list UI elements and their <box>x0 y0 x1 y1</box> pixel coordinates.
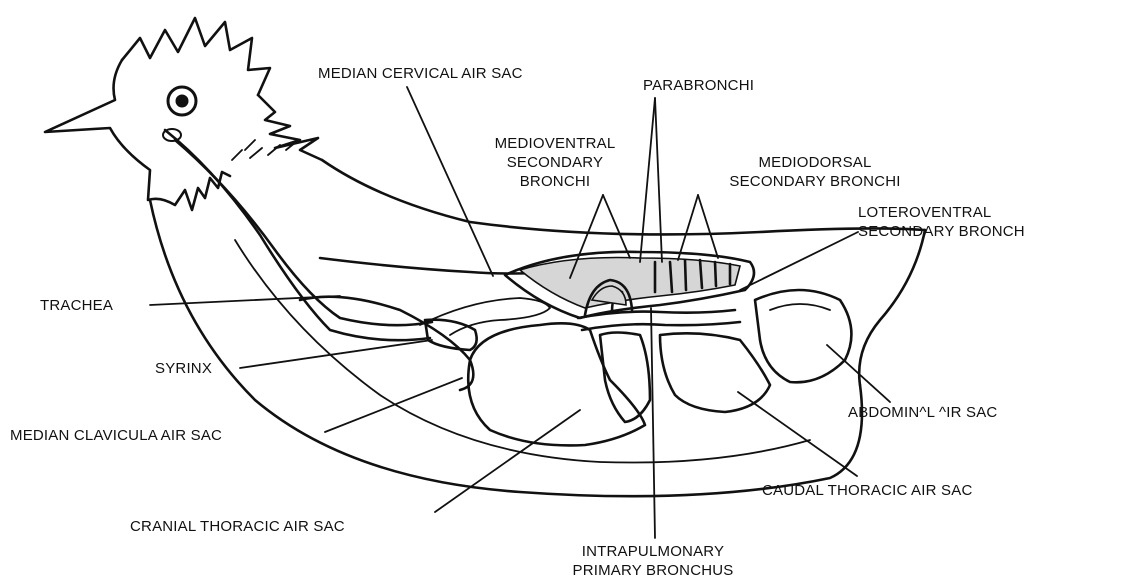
label-syrinx: SYRINX <box>155 359 212 378</box>
label-line: MEDIOVENTRAL <box>466 134 644 153</box>
label-line: MEDIODORSAL <box>690 153 940 172</box>
label-line: SECONDARY BRONCHI <box>690 172 940 191</box>
leader-mediodorsal-b <box>698 195 718 258</box>
label-median-clavicula-air-sac: MEDIAN CLAVICULA AIR SAC <box>10 426 222 445</box>
median-clavicular-sac <box>300 297 473 390</box>
label-line: BRONCHI <box>466 172 644 191</box>
eye-pupil <box>176 95 188 107</box>
abdominal-inner <box>770 304 830 310</box>
label-trachea: TRACHEA <box>40 296 113 315</box>
rooster-head <box>45 18 322 210</box>
label-medioventral-secondary-bronchi: MEDIOVENTRAL SECONDARY BRONCHI <box>466 134 644 191</box>
caudal-thoracic-sac <box>660 333 770 412</box>
leader-trachea <box>150 296 340 305</box>
label-caudal-thoracic-air-sac: CAUDAL THORACIC AIR SAC <box>762 481 972 500</box>
lung <box>505 252 754 330</box>
leader-clavicula <box>325 378 462 432</box>
leader-syrinx <box>240 340 432 368</box>
clavicular-upper <box>420 298 550 335</box>
trachea-wall-outer <box>165 130 430 340</box>
label-cranial-thoracic-air-sac: CRANIAL THORACIC AIR SAC <box>130 517 345 536</box>
leader-medioventral-b <box>603 195 630 258</box>
primary-bronchus-band <box>578 310 735 318</box>
label-line: PRIMARY BRONCHUS <box>548 561 758 580</box>
body-outline <box>150 160 925 496</box>
leader-loteroventral <box>740 232 858 290</box>
label-line: SECONDARY <box>466 153 644 172</box>
leader-parabronchi-b <box>655 98 662 262</box>
label-parabronchi: PARABRONCHI <box>643 76 754 95</box>
label-intrapulmonary-primary-bronchus: INTRAPULMONARY PRIMARY BRONCHUS <box>548 542 758 580</box>
primary-bronchus-band-2 <box>582 322 740 330</box>
leader-mediodorsal-a <box>678 195 698 260</box>
label-mediodorsal-secondary-bronchi: MEDIODORSAL SECONDARY BRONCHI <box>690 153 940 191</box>
label-line: INTRAPULMONARY <box>548 542 758 561</box>
leader-caudal-thoracic <box>738 392 857 476</box>
label-abdominal-air-sac: ABDOMIN^L ^IR SAC <box>848 403 997 422</box>
label-loteroventral-secondary-bronch: LOTEROVENTRAL SECONDARY BRONCH <box>858 203 1025 241</box>
label-median-cervical-air-sac: MEDIAN CERVICAL AIR SAC <box>318 64 523 83</box>
head-back-outline <box>258 95 322 160</box>
leader-cranial-thoracic <box>435 410 580 512</box>
back-line <box>859 230 925 385</box>
label-line: SECONDARY BRONCH <box>858 222 1025 241</box>
leader-abdominal <box>827 345 890 402</box>
forehead-outline <box>45 60 230 210</box>
comb-outline <box>122 18 270 95</box>
leader-intrapulmonary <box>651 308 655 538</box>
label-line: LOTEROVENTRAL <box>858 203 1025 222</box>
